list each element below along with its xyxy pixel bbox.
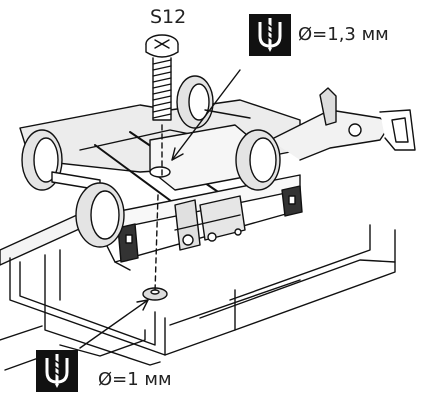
screw-label: S12 — [150, 6, 187, 28]
center-axis — [154, 124, 163, 293]
drill-diameter-bottom: Ø=1 мм — [98, 369, 172, 390]
coupler-arm — [269, 87, 416, 161]
drill-bit-icon — [36, 350, 78, 392]
wheelset-rear — [21, 75, 251, 191]
washer — [142, 287, 168, 301]
screw — [145, 34, 179, 121]
wheelset-front — [75, 129, 281, 248]
leader-arrow-top — [171, 69, 241, 161]
leader-arrow-bottom — [79, 299, 149, 349]
drill-bit-icon — [249, 14, 291, 56]
drill-diameter-top: Ø=1,3 мм — [298, 24, 389, 45]
bogie-frame — [19, 99, 303, 271]
